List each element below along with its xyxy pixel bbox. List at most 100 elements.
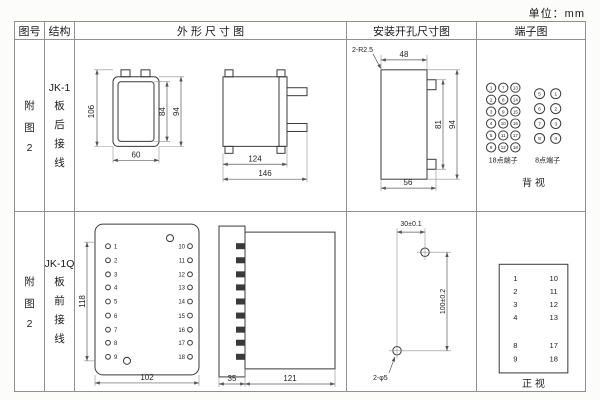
terminal-number: 1 — [513, 274, 517, 283]
row2-fig-no: 附 图 2 — [15, 212, 45, 391]
jk1q-front-view: 1 2 3 4 5 6 7 8 9 10 11 12 13 — [94, 223, 200, 376]
terminal-group-18-label: 18点端子 — [489, 155, 518, 164]
terminal-number: 5 — [490, 133, 493, 138]
terminal-number: 1 — [554, 92, 557, 98]
front-terminals-left: 1 2 3 4 5 6 7 8 9 — [105, 243, 118, 361]
radius-label: 2-R2.5 — [352, 47, 373, 54]
terminal-number: 6 — [114, 314, 118, 320]
structure-line: 接 — [54, 137, 65, 150]
row2-structure: JK-1Q 板 前 接 线 — [45, 212, 75, 391]
terminal-circle — [498, 142, 509, 153]
terminal-number: 9 — [513, 354, 517, 363]
fig-no-char: 图 — [24, 121, 35, 134]
dim-label: 124 — [248, 154, 262, 163]
terminal-number: 8 — [502, 97, 505, 102]
terminal-number: 4 — [513, 313, 517, 322]
header-fig-no-label: 图号 — [18, 25, 41, 38]
terminal-number: 16 — [178, 328, 185, 334]
terminal-number: 10 — [549, 274, 557, 283]
dim-81: 81 — [434, 79, 446, 170]
terminal-circle — [498, 106, 509, 117]
dim-label: 35 — [228, 374, 237, 383]
dim-label: 30±0.1 — [400, 221, 421, 228]
dim-label: 56 — [404, 178, 413, 187]
mounting-tab — [224, 69, 234, 78]
terminal-stud — [286, 87, 308, 97]
jk1q-mounting-drawing: 30±0.1 100±0.2 2-φ5 — [373, 221, 451, 382]
mounting-hole-top — [417, 244, 433, 261]
terminal-circle — [510, 130, 521, 141]
dim-60: 60 — [112, 146, 160, 164]
mounting-tab — [224, 145, 234, 154]
dim-label: 118 — [78, 295, 87, 308]
terminal-number: 13 — [513, 85, 519, 90]
dim-124: 124 — [222, 146, 288, 183]
jk1-cutout-shape — [380, 69, 437, 180]
terminal-number: 3 — [490, 109, 493, 114]
jk1-terminal-drawing: 1 7 13 2 8 14 3 9 15 4 10 16 5 11 17 6 1 — [485, 82, 562, 189]
view-label: 正 视 — [522, 377, 545, 390]
dim-label: 146 — [258, 169, 272, 178]
terminal-circle — [498, 94, 509, 105]
terminal-number: 8 — [538, 136, 541, 142]
terminal-circle — [498, 130, 509, 141]
mounting-tab — [276, 145, 286, 154]
terminal-circle — [485, 82, 497, 93]
structure-line: 板 — [54, 99, 65, 112]
terminal-number: 5 — [538, 92, 541, 98]
dim-label: 84 — [158, 107, 167, 116]
terminal-number: 12 — [501, 145, 507, 150]
terminal-number: 17 — [513, 133, 519, 138]
dim-label: 100±0.2 — [440, 289, 447, 314]
terminal-number: 10 — [178, 244, 185, 250]
jk1q-outline-drawing: 1 2 3 4 5 6 7 8 9 10 11 12 13 — [78, 223, 336, 387]
terminal-number: 2 — [513, 287, 517, 296]
dim-label: 48 — [400, 50, 409, 59]
dim-106: 106 — [87, 69, 113, 147]
dim-118: 118 — [78, 241, 95, 362]
mounting-tab — [276, 69, 286, 78]
terminal-number: 2 — [114, 258, 118, 264]
structure-line: 后 — [54, 118, 65, 131]
structure-line: JK-1 — [48, 81, 71, 94]
case-outline — [94, 223, 200, 376]
header-terminal: 端子图 — [477, 22, 585, 40]
unit-label: 单位：mm — [528, 8, 585, 20]
terminal-number: 1 — [114, 244, 118, 250]
terminal-number: 12 — [178, 273, 185, 279]
terminal-circle — [485, 130, 497, 141]
row2-outline-cell: 1 2 3 4 5 6 7 8 9 10 11 12 13 — [75, 212, 347, 391]
dim-30: 30±0.1 — [396, 221, 426, 343]
header-structure: 结构 — [45, 22, 75, 40]
mounting-tab — [120, 69, 131, 78]
terminal-number: 14 — [513, 97, 519, 102]
hole-label: 2-φ5 — [373, 375, 388, 382]
structure-line: 接 — [54, 313, 65, 326]
terminal-circle — [550, 103, 562, 115]
dim-label: 102 — [140, 373, 154, 382]
terminal-circle — [550, 118, 562, 129]
jk1q-side-view — [218, 225, 336, 378]
terminal-number: 7 — [114, 328, 118, 334]
terminal-number: 15 — [178, 314, 185, 320]
terminal-circle — [510, 82, 521, 93]
terminal-number: 14 — [178, 300, 185, 306]
row1-structure: JK-1 板 后 接 线 — [45, 40, 75, 212]
terminal-group-8: 5 1 6 2 7 3 8 4 — [534, 88, 562, 144]
terminal-number: 2 — [554, 106, 557, 112]
jk1-outline-drawing: 106 84 94 60 — [87, 69, 308, 183]
dim-94: 94 — [159, 76, 184, 147]
terminal-number: 9 — [114, 355, 118, 361]
terminal-number: 5 — [114, 300, 118, 306]
terminal-circle — [550, 132, 562, 144]
row2-mounting-cell: 30±0.1 100±0.2 2-φ5 — [347, 212, 477, 391]
radius-callout: 2-R2.5 — [352, 47, 382, 70]
terminal-number: 7 — [538, 121, 541, 127]
dim-94: 94 — [427, 69, 460, 180]
case-side-outline — [222, 76, 288, 147]
terminal-number: 8 — [114, 341, 118, 347]
terminal-number: 18 — [178, 355, 185, 361]
mounting-hole-bottom — [389, 342, 405, 359]
